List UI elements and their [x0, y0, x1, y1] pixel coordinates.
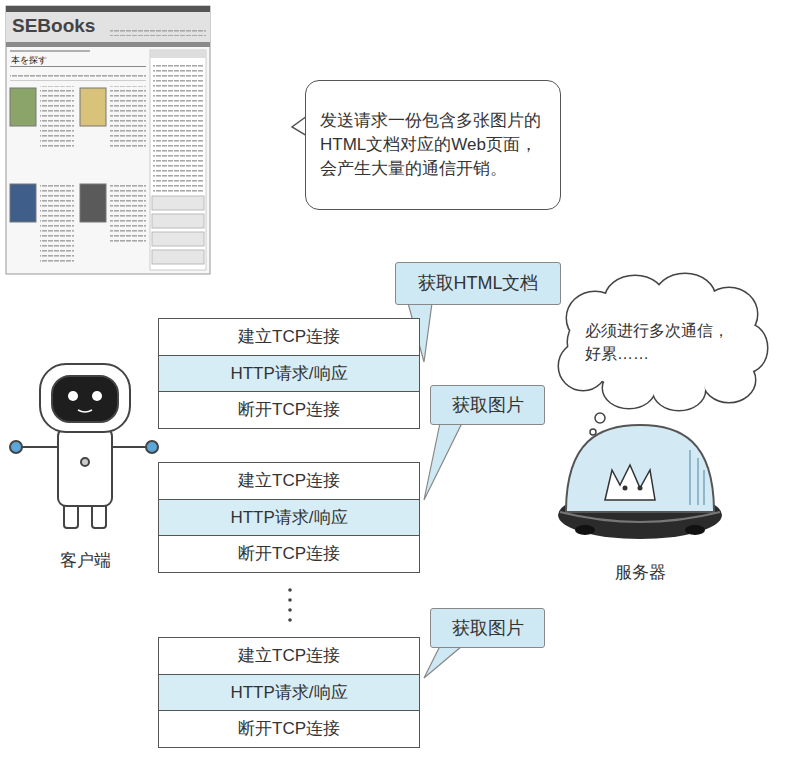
cloud-fill — [653, 370, 705, 410]
book-cover — [10, 88, 36, 126]
creature-eye — [623, 486, 628, 491]
speech-bubble: 获取图片 — [430, 608, 545, 648]
node-text: 发送请求一份包含多张图片的HTML文档对应的Web页面，会产生大量的通信开销。 — [320, 109, 546, 180]
ellipsis-dots — [288, 588, 292, 622]
http-row: HTTP请求/响应 — [158, 674, 420, 712]
webpage-screenshot — [6, 6, 210, 274]
node-text: 断开TCP连接 — [238, 399, 340, 420]
http-row: HTTP请求/响应 — [158, 499, 420, 537]
process-row: 断开TCP连接 — [158, 710, 420, 748]
process-row: 建立TCP连接 — [158, 637, 420, 675]
node-text: HTTP请求/响应 — [230, 682, 347, 703]
creature-eye — [638, 486, 643, 491]
node-text: 获取HTML文档 — [418, 272, 539, 295]
dot — [288, 598, 292, 602]
node-text: 获取图片 — [452, 617, 524, 640]
book-text — [110, 86, 146, 148]
sidebar-box — [152, 250, 204, 264]
server-creature — [605, 465, 655, 500]
dot — [288, 608, 292, 612]
robot-hand — [146, 441, 158, 453]
screenshot-rule — [10, 66, 146, 67]
sidebar — [150, 50, 206, 270]
dome-highlight — [690, 450, 704, 505]
sidebar-text — [153, 62, 203, 192]
node-text: 建立TCP连接 — [238, 326, 340, 347]
client-label: 客户端 — [40, 549, 130, 572]
screenshot-breadcrumb — [10, 50, 90, 52]
logo-text: SEBooks — [12, 15, 112, 37]
sidebar-heading — [150, 50, 206, 58]
client-robot — [10, 364, 158, 528]
screenshot-nav — [6, 42, 210, 47]
dot — [288, 588, 292, 592]
node-text: 必须进行多次通信，好累…… — [585, 319, 737, 365]
robot-hand — [10, 441, 22, 453]
process-row: 建立TCP连接 — [158, 462, 420, 500]
cloud-bump — [603, 368, 655, 408]
robot-eye — [92, 391, 102, 401]
node-text: 断开TCP连接 — [238, 718, 340, 739]
book-text — [110, 182, 146, 242]
server-foot — [575, 525, 595, 535]
bubble-tail — [424, 646, 462, 678]
robot-face — [52, 376, 118, 422]
robot-body — [58, 428, 112, 506]
node-text: 建立TCP连接 — [238, 470, 340, 491]
robot-eye — [68, 391, 78, 401]
node-text: 获取图片 — [452, 394, 524, 417]
robot-button — [81, 458, 89, 466]
node-text: HTTP请求/响应 — [230, 363, 347, 384]
cloud-fill — [703, 358, 755, 402]
process-row: 建立TCP连接 — [158, 318, 420, 356]
node-text: 建立TCP连接 — [238, 645, 340, 666]
server-foot — [685, 525, 705, 535]
page-heading: 本を探す — [11, 54, 71, 67]
speech-bubble: 获取图片 — [430, 385, 545, 425]
node-text: 断开TCP连接 — [238, 543, 340, 564]
server-rim — [560, 512, 720, 522]
dot — [288, 618, 292, 622]
book-text — [40, 182, 74, 262]
server-label: 服务器 — [595, 561, 685, 584]
sidebar-box — [152, 232, 204, 246]
note-callout: 发送请求一份包含多张图片的HTML文档对应的Web页面，会产生大量的通信开销。 — [305, 80, 561, 210]
robot-head — [40, 364, 130, 432]
process-row: 断开TCP连接 — [158, 535, 420, 573]
sidebar-box — [152, 196, 204, 210]
screenshot-pager — [10, 72, 146, 77]
thought-dot — [595, 413, 605, 423]
robot-mouth — [78, 410, 92, 412]
server-dome — [566, 425, 714, 512]
bubble-tail — [424, 423, 462, 500]
screenshot-header — [6, 12, 210, 42]
process-row: 断开TCP连接 — [158, 391, 420, 429]
cloud-bump — [653, 370, 705, 410]
sidebar-box — [152, 214, 204, 228]
screenshot-nav-text — [110, 28, 206, 36]
screenshot-frame — [6, 6, 210, 274]
node-text: HTTP请求/响应 — [230, 507, 347, 528]
cloud-fill — [603, 368, 655, 408]
server-figure — [558, 425, 722, 539]
cloud-bump — [703, 358, 755, 402]
book-cover — [80, 88, 106, 126]
screenshot-pager-rule — [10, 80, 146, 81]
screenshot-topbar — [6, 6, 210, 12]
http-row: HTTP请求/响应 — [158, 355, 420, 393]
book-text — [40, 86, 74, 148]
book-cover — [10, 184, 36, 222]
thought-bubble: 必须进行多次通信，好累…… — [553, 272, 768, 412]
thought-dot — [590, 429, 596, 435]
speech-bubble: 获取HTML文档 — [395, 262, 561, 305]
book-cover — [80, 184, 106, 222]
